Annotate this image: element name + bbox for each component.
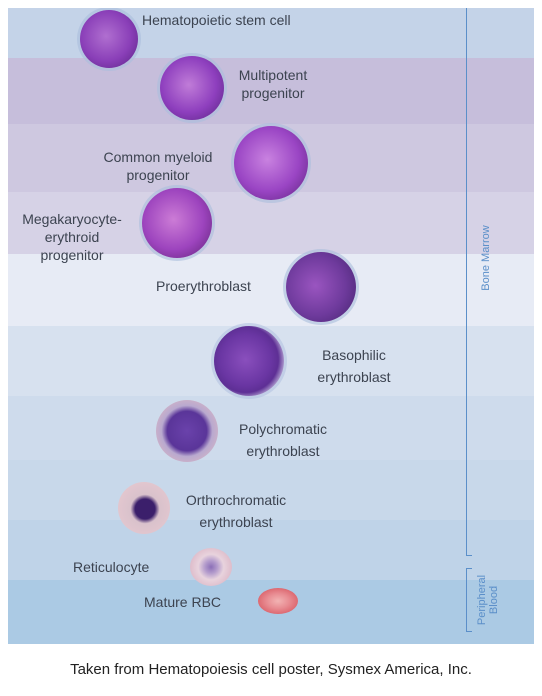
band-ortho [8,460,534,520]
band-poly [8,396,534,460]
stage-label-basophilic: Basophilic erythroblast [317,347,391,385]
band-pro [8,254,534,326]
bone-marrow-bracket-end [466,555,472,556]
band-retic [8,520,534,580]
reticulocyte-image [190,548,232,586]
mep-image [142,188,212,258]
mature-rbc-image [258,588,298,614]
stage-label-stem-cell: Hematopoietic stem cell [142,12,291,28]
polychromatic-erythroblast-image [156,400,218,462]
stage-label-orthochromatic: Orthrochromatic erythroblast [185,492,287,530]
hematopoiesis-poster: Hematopoietic stem cell Multipotent prog… [8,8,534,644]
stage-label-proerythroblast: Proerythroblast [156,278,251,294]
proerythroblast-image [286,252,356,322]
band-mpp [8,58,534,124]
common-myeloid-progenitor-image [234,126,308,200]
bone-marrow-label: Bone Marrow [480,225,492,291]
stem-cell-image [80,10,138,68]
basophilic-erythroblast-image [214,326,284,396]
stage-label-mature-rbc: Mature RBC [144,594,222,610]
orthochromatic-erythroblast-image [118,482,170,534]
bone-marrow-bracket [466,8,467,555]
stage-label-polychromatic: Polychromatic erythroblast [239,421,327,459]
peripheral-blood-label: Peripheral Blood [476,574,500,626]
peripheral-blood-bracket-start [466,568,472,569]
figure-caption: Taken from Hematopoiesis cell poster, Sy… [70,661,472,678]
band-mep [8,192,534,254]
stage-label-common-myeloid: Common myeloid progenitor [103,149,213,183]
stage-label-mep: Megakaryocyte- erythroid progenitor [22,211,122,263]
multipotent-progenitor-image [160,56,224,120]
stage-label-reticulocyte: Reticulocyte [73,559,150,575]
peripheral-blood-bracket [466,568,467,632]
peripheral-blood-bracket-end [466,631,472,632]
stage-label-multipotent: Multipotent progenitor [238,67,308,101]
